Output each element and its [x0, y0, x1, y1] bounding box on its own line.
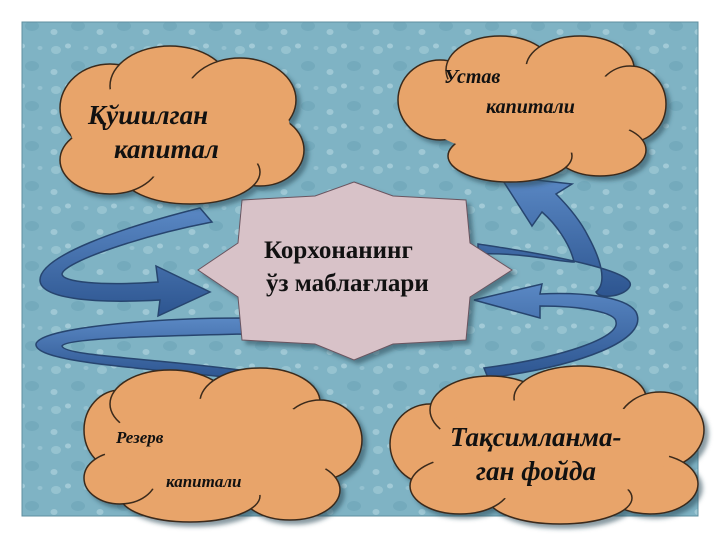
center-star: [197, 181, 513, 361]
clouds: [59, 35, 705, 525]
cloud-bottom-right-line1: Тақсимланма-: [450, 422, 622, 452]
cloud-bottom-right: [389, 365, 705, 525]
cloud-top-left-line2: капитал: [114, 134, 219, 164]
arrow-center-to-topright: [477, 175, 631, 298]
cloud-bottom-right-line2: ган фойда: [476, 456, 596, 486]
cloud-top-right-line2: капитали: [486, 96, 575, 118]
center-label-line2: ўз маблағлари: [266, 270, 429, 297]
arrow-bottomright-to-center: [473, 283, 639, 379]
cloud-top-right: [397, 35, 667, 183]
center-label-line1: Корхонанинг: [264, 237, 413, 264]
cloud-top-left-line1: Қўшилган: [88, 100, 209, 130]
cloud-bottom-left: [83, 367, 363, 523]
cloud-bottom-left-line2: капитали: [166, 472, 242, 491]
cloud-bottom-left-line1: Резерв: [116, 428, 164, 447]
arrow-topleft-to-center: [39, 207, 214, 318]
cloud-top-left: [59, 45, 305, 205]
background-border: [21, 21, 699, 517]
cloud-top-right-line1: Устав: [444, 66, 501, 88]
